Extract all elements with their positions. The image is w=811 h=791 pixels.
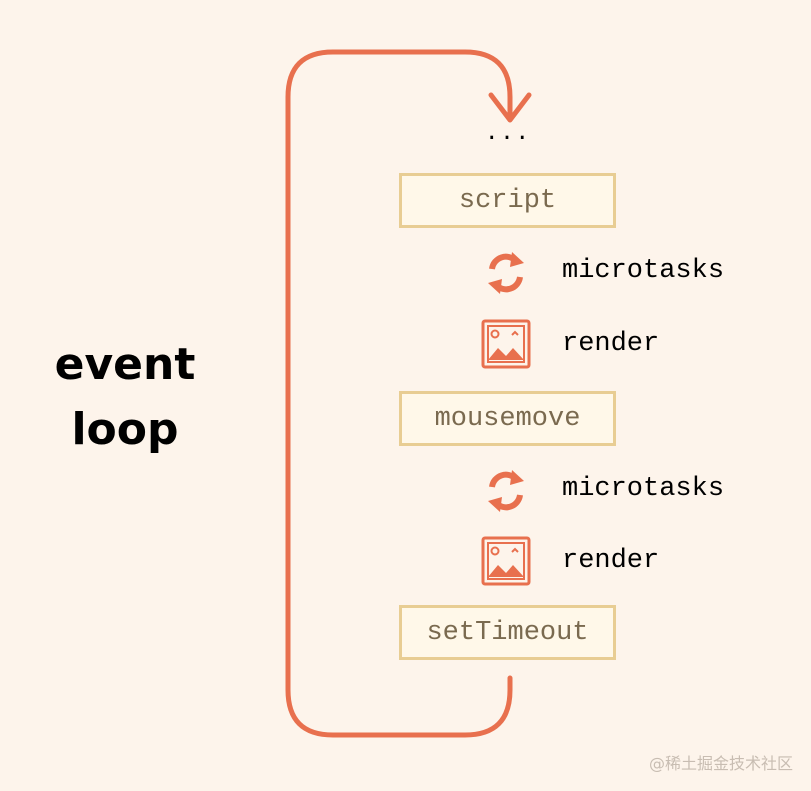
watermark: @稀土掘金技术社区: [648, 754, 793, 773]
ellipsis: ...: [485, 120, 531, 145]
refresh-cycle-icon: [480, 247, 532, 299]
image-frame-icon: [480, 535, 532, 587]
loop-path: [285, 49, 513, 738]
render-label: render: [562, 329, 660, 359]
refresh-cycle-icon: [480, 465, 532, 517]
image-frame-icon: [480, 318, 532, 370]
task-script: script: [399, 173, 616, 228]
diagram-title-line2: loop: [71, 404, 179, 455]
microtasks-label: microtasks: [562, 256, 725, 286]
task-mousemove: mousemove: [399, 391, 616, 446]
diagram-title-line1: event: [54, 339, 196, 390]
render-label: render: [562, 546, 660, 576]
microtasks-label: microtasks: [562, 474, 725, 504]
task-settimeout: setTimeout: [399, 605, 616, 660]
loop-arrowhead-icon: [488, 92, 532, 123]
